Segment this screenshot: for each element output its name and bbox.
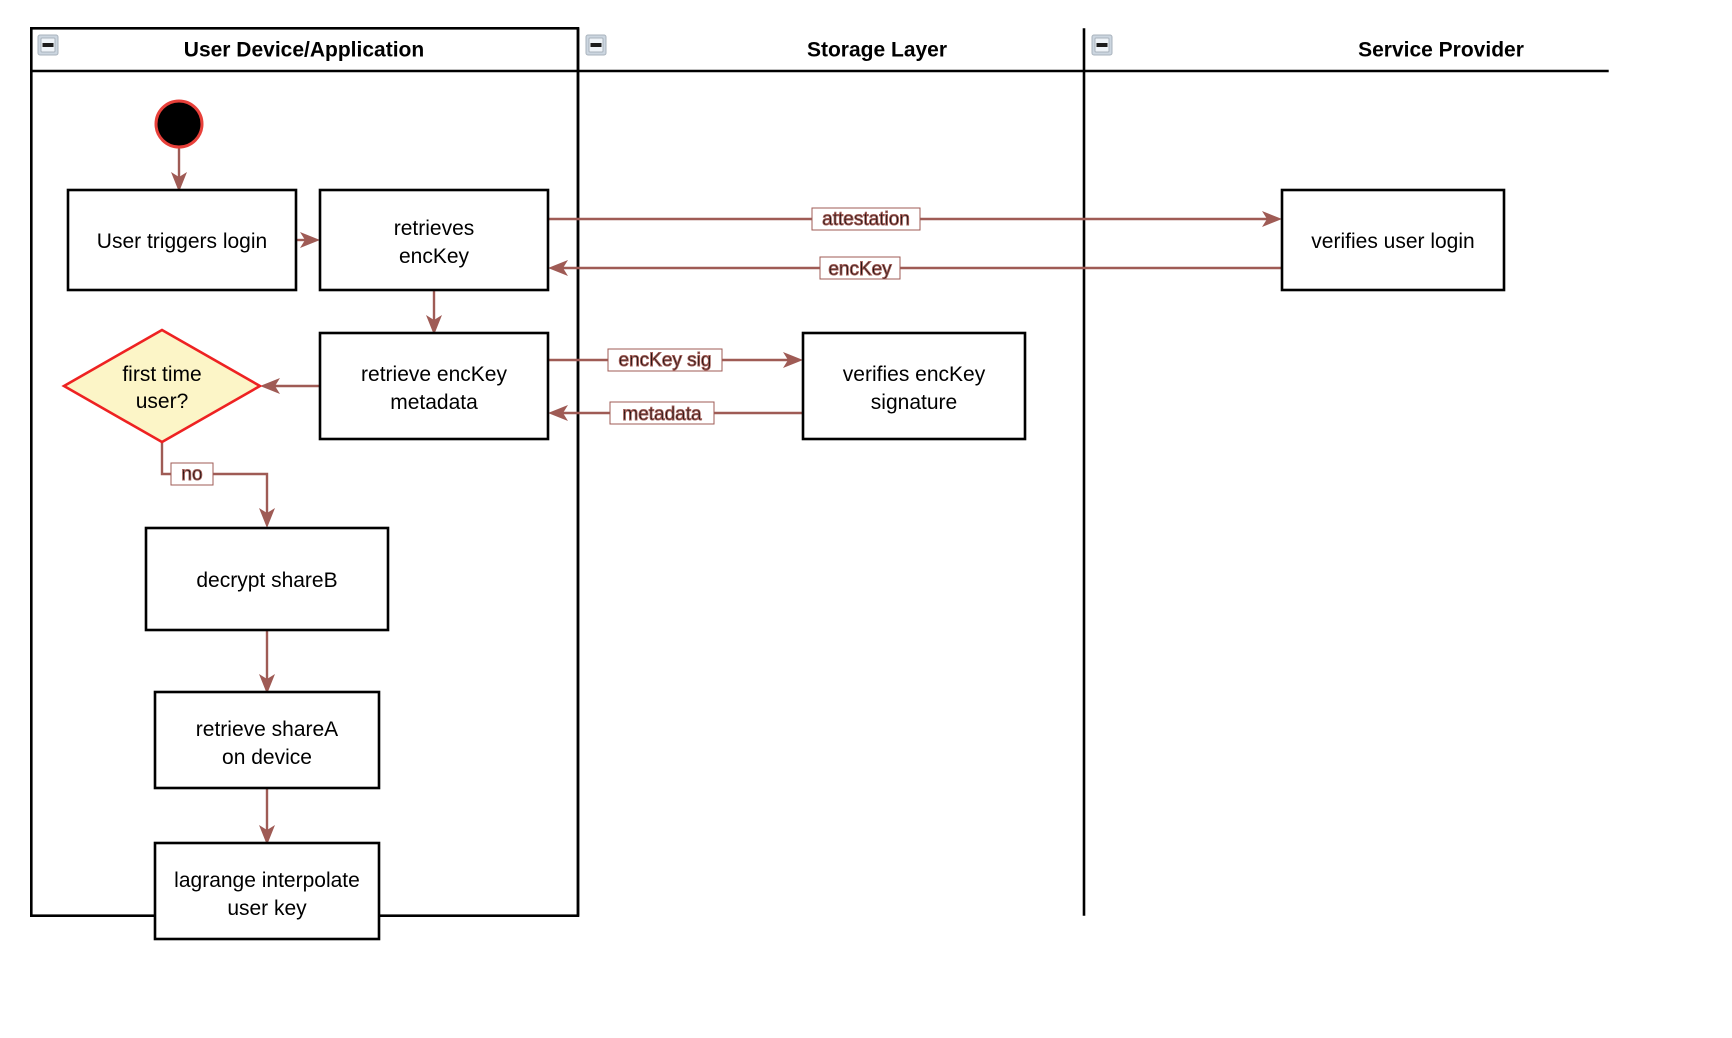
arrowhead-icon xyxy=(548,405,568,421)
collapse-icon-minus-bar xyxy=(590,43,602,47)
arrowhead-icon xyxy=(171,172,187,192)
edge-decision-no: no xyxy=(160,442,275,528)
edge-sharea-to-lagrange xyxy=(259,788,275,845)
arrowhead-icon xyxy=(259,825,275,845)
node-lagrange-interpolate-user-key[interactable]: lagrange interpolate user key xyxy=(153,841,381,941)
collapse-minus-icon[interactable] xyxy=(37,34,59,56)
lane-title-storage-layer: Storage Layer xyxy=(807,39,947,62)
lane-title-service-provider: Service Provider xyxy=(1358,39,1524,62)
node-verifies-enckey-signature[interactable]: verifies encKey signature xyxy=(801,331,1027,441)
collapse-icon-minus-bar xyxy=(1096,43,1108,47)
node-box xyxy=(144,526,390,632)
node-start[interactable] xyxy=(154,99,204,149)
node-box xyxy=(153,690,381,790)
node-box xyxy=(66,188,298,292)
node-label-line-1: User triggers login xyxy=(97,230,267,253)
node-label-line-2: encKey xyxy=(399,245,470,268)
node-retrieve-enckey-metadata[interactable]: retrieve encKey metadata xyxy=(318,331,550,441)
node-first-time-user-decision[interactable]: first time user? xyxy=(61,328,263,444)
edge-label-bg xyxy=(819,256,901,280)
arrowhead-icon xyxy=(548,260,568,276)
edge-retrieves-to-metadata xyxy=(426,290,442,335)
node-retrieves-enckey[interactable]: retrieves encKey xyxy=(318,188,550,292)
edge-enckey-sig: encKey sig xyxy=(548,348,803,372)
node-box xyxy=(318,331,550,441)
edge-metadata-back: metadata xyxy=(548,401,803,426)
decision-diamond xyxy=(61,328,263,444)
swimlane-storage-layer[interactable]: Storage Layer xyxy=(576,28,1084,916)
node-label-line-1: verifies encKey xyxy=(843,363,986,386)
edge-label-enckey: encKey xyxy=(828,259,892,280)
node-label-line-1: retrieve encKey xyxy=(361,363,507,386)
node-label-line-2: signature xyxy=(871,391,957,414)
collapse-icon-minus-bar xyxy=(42,43,54,47)
edge-label-metadata: metadata xyxy=(622,404,702,425)
edge-label-no: no xyxy=(181,464,202,485)
arrowhead-icon xyxy=(783,352,803,368)
lane-title-user-device: User Device/Application xyxy=(184,39,424,62)
arrowhead-icon xyxy=(259,508,275,528)
node-label-line-1: decrypt shareB xyxy=(196,569,337,592)
node-box xyxy=(1280,188,1506,292)
node-label-line-1: retrieves xyxy=(394,217,475,240)
arrowhead-icon xyxy=(260,378,280,394)
collapse-minus-icon[interactable] xyxy=(585,34,607,56)
arrowhead-icon xyxy=(300,232,320,248)
node-label-line-2: user key xyxy=(227,897,307,920)
node-user-triggers-login[interactable]: User triggers login xyxy=(66,188,298,292)
node-label-line-2: user? xyxy=(136,390,189,413)
edge-label-attestation: attestation xyxy=(822,209,910,230)
edge-metadata-to-decision xyxy=(260,378,320,394)
node-retrieve-sharea-on-device[interactable]: retrieve shareA on device xyxy=(153,690,381,790)
swimlane-service-provider[interactable]: Service Provider xyxy=(1082,28,1609,916)
edge-enckey-back: encKey xyxy=(548,256,1282,281)
arrowhead-icon xyxy=(426,315,442,335)
arrowhead-icon xyxy=(1262,211,1282,227)
node-decrypt-shareb[interactable]: decrypt shareB xyxy=(144,526,390,632)
edge-attestation: attestation xyxy=(548,207,1282,231)
edge-label-enckey-sig: encKey sig xyxy=(619,350,712,371)
node-label-line-1: verifies user login xyxy=(1311,230,1474,253)
node-label-line-1: lagrange interpolate xyxy=(174,869,360,892)
edge-login-to-retrieves xyxy=(296,232,320,248)
node-box xyxy=(801,331,1027,441)
edges-group: attestation encKey encKey sig xyxy=(160,148,1282,845)
node-label-line-2: on device xyxy=(222,746,312,769)
node-label-line-1: retrieve shareA xyxy=(196,718,338,741)
edge-label-bg xyxy=(170,462,214,486)
node-box xyxy=(318,188,550,292)
node-label-line-1: first time xyxy=(122,363,201,386)
node-verifies-user-login[interactable]: verifies user login xyxy=(1280,188,1506,292)
edge-label-bg xyxy=(609,401,715,425)
edge-label-bg xyxy=(811,207,921,231)
collapse-minus-icon[interactable] xyxy=(1091,34,1113,56)
nodes-group: User triggers login retrieves encKey ret… xyxy=(61,99,1506,941)
node-box xyxy=(153,841,381,941)
arrowhead-icon xyxy=(259,674,275,694)
edge-decrypt-to-sharea xyxy=(259,630,275,694)
node-label-line-2: metadata xyxy=(390,391,478,414)
edge-label-bg xyxy=(607,348,723,372)
edge-start-to-login xyxy=(171,148,187,192)
start-node-circle xyxy=(154,99,204,149)
